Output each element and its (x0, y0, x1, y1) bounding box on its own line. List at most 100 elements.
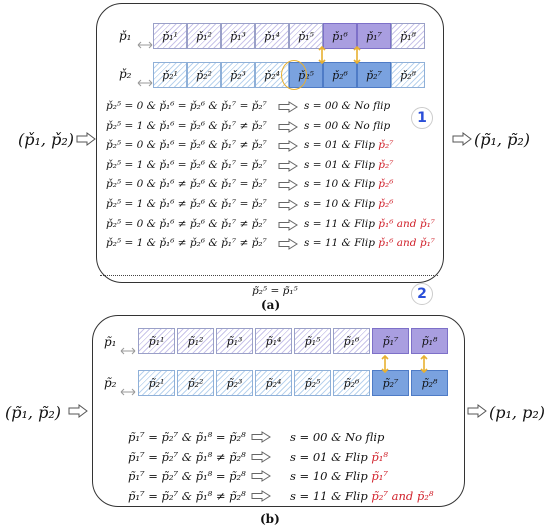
rule-flip-bits: p̌₁⁶ and p̌₁⁷ (374, 237, 436, 250)
panel-a-row2-link-arrow (137, 72, 153, 87)
rule-arrow (251, 450, 271, 463)
rule-flip-bits: p̃₂⁷ and p̃₂⁸ (367, 488, 434, 503)
panel-a-row1-label: p̌₁ (119, 29, 132, 43)
rule-arrow (278, 199, 298, 211)
panel-a-caption: (a) (261, 298, 281, 312)
cell-4: p̃₁⁴ (255, 328, 292, 354)
rule-result: s = 11 & Flip p̃₂⁷ and p̃₂⁸ (290, 489, 434, 503)
cell-2: p̌₂² (187, 62, 221, 88)
rule-result: s = 00 & No flip (304, 120, 390, 132)
cell-3: p̃₂³ (216, 370, 253, 396)
panel-a-row1-link-arrow (137, 34, 153, 49)
rule-result: s = 01 & Flip p̌₂⁷ (304, 159, 393, 171)
panel-b-output-arrow (467, 404, 487, 418)
rule-arrow (278, 101, 298, 113)
rule-condition: p̌₂⁵ = 1 & p̌₁⁶ = p̌₂⁶ & p̌₁⁷ = p̌₂⁷ (106, 158, 267, 171)
panel-a-highlight-circle (281, 60, 307, 90)
rule-arrow (278, 218, 298, 231)
rule-condition: p̃₁⁷ = p̃₂⁷ & p̃₁⁸ = p̃₂⁸ (128, 469, 246, 483)
rule-arrow (251, 489, 271, 502)
rule-result-text: s = 01 & Flip (290, 449, 368, 464)
cell-8: p̌₁⁸ (391, 23, 425, 49)
cell-5: p̃₁⁵ (294, 328, 331, 354)
panel-b-row1-label: p̃₁ (104, 335, 117, 349)
panel-b-input-arrow (68, 404, 88, 418)
rule-result: s = 11 & Flip p̌₁⁶ and p̌₁⁷ (304, 218, 435, 230)
cell-5: p̌₁⁵ (289, 23, 323, 49)
cell-2: p̃₂² (177, 370, 214, 396)
cell-6: p̃₁⁶ (333, 328, 370, 354)
panel-b-row1-link-arrow (120, 340, 136, 355)
rule-result: s = 11 & Flip p̌₁⁶ and p̌₁⁷ (304, 237, 435, 249)
rule-result-text: s = 10 & Flip (290, 469, 368, 483)
cell-4: p̃₂⁴ (255, 370, 292, 396)
cell-2: p̃₁² (177, 328, 214, 354)
rule-flip-bits: p̃₁⁸ (367, 449, 388, 464)
rule-flip-bits: p̌₂⁶ (374, 178, 394, 191)
panel-a-badge-1: 1 (411, 107, 433, 129)
rule-result-text: s = 00 & No flip (304, 100, 391, 112)
rule-result: s = 10 & Flip p̃₁⁷ (290, 469, 388, 483)
rule-arrow (251, 431, 271, 443)
cell-3: p̃₁³ (216, 328, 253, 354)
panel-b-swap-arrow-8 (420, 355, 428, 373)
cell-7: p̃₂⁷ (372, 370, 409, 396)
rule-condition: p̌₂⁵ = 1 & p̌₁⁶ = p̌₂⁶ & p̌₁⁷ ≠ p̌₂⁷ (106, 119, 267, 132)
cell-8: p̃₁⁸ (411, 328, 448, 354)
cell-8: p̃₂⁸ (411, 370, 448, 396)
rule-condition: p̃₁⁷ = p̃₂⁷ & p̃₁⁸ ≠ p̃₂⁸ (128, 488, 246, 503)
rule-condition: p̌₂⁵ = 0 & p̌₁⁶ = p̌₂⁶ & p̌₁⁷ ≠ p̌₂⁷ (106, 139, 267, 152)
cell-4: p̌₁⁴ (255, 23, 289, 49)
panel-a-swap-arrow-6 (318, 46, 326, 64)
cell-6: p̌₁⁶ (323, 23, 357, 49)
cell-2: p̌₁² (187, 23, 221, 49)
rule-condition: p̌₂⁵ = 0 & p̌₁⁶ = p̌₂⁶ & p̌₁⁷ = p̌₂⁷ (106, 100, 267, 112)
rule-flip-bits: p̌₂⁷ (374, 158, 394, 171)
rule-condition: p̌₂⁵ = 1 & p̌₁⁶ ≠ p̌₂⁶ & p̌₁⁷ ≠ p̌₂⁷ (106, 237, 267, 250)
rule-condition: p̌₂⁵ = 0 & p̌₁⁶ ≠ p̌₂⁶ & p̌₁⁷ ≠ p̌₂⁷ (106, 217, 267, 230)
rule-arrow (251, 470, 271, 482)
rule-result-text: s = 11 & Flip (304, 237, 375, 250)
rule-arrow (278, 238, 298, 251)
rule-result-text: s = 11 & Flip (304, 217, 375, 230)
rule-condition: p̌₂⁵ = 0 & p̌₁⁶ ≠ p̌₂⁶ & p̌₁⁷ = p̌₂⁷ (106, 178, 267, 191)
panel-b-row2-link-arrow (120, 381, 136, 396)
cell-1: p̃₂¹ (138, 370, 175, 396)
rule-arrow (278, 140, 298, 153)
rule-arrow (278, 159, 298, 172)
panel-a-bottom-text: p̃₂⁵ = p̃₁⁵ (252, 285, 298, 297)
panel-b-input-label: (p̃₁, p̃₂) (5, 403, 61, 422)
rule-condition: p̌₂⁵ = 1 & p̌₁⁶ ≠ p̌₂⁶ & p̌₁⁷ = p̌₂⁷ (106, 198, 267, 210)
panel-a-input-label: (p̌₁, p̌₂) (18, 130, 74, 149)
rule-result-text: s = 10 & Flip (304, 198, 375, 210)
panel-a-output-arrow (452, 132, 472, 146)
rule-flip-bits: p̌₁⁶ and p̌₁⁷ (374, 217, 436, 230)
panel-a-swap-arrow-7 (353, 46, 361, 64)
cell-6: p̌₂⁶ (323, 62, 357, 88)
rule-flip-bits: p̃₁⁷ (367, 469, 388, 483)
rule-result-text: s = 10 & Flip (304, 178, 375, 191)
rule-result: s = 10 & Flip p̌₂⁶ (304, 178, 393, 190)
rule-result: s = 00 & No flip (290, 430, 384, 444)
panel-a (96, 3, 444, 283)
rule-result-text: s = 01 & Flip (304, 139, 375, 152)
rule-condition: p̃₁⁷ = p̃₂⁷ & p̃₁⁸ = p̃₂⁸ (128, 430, 246, 444)
panel-a-badge-2: 2 (411, 283, 433, 305)
cell-7: p̌₁⁷ (357, 23, 391, 49)
panel-b-swap-arrow-7 (381, 355, 389, 373)
rule-result: s = 01 & Flip p̌₂⁷ (304, 139, 393, 151)
panel-b-output-label: (p₁, p₂) (489, 403, 545, 422)
cell-7: p̌₂⁷ (357, 62, 391, 88)
rule-result-text: s = 00 & No flip (290, 430, 385, 444)
rule-arrow (278, 120, 298, 133)
panel-b-row2-label: p̃₂ (104, 376, 117, 390)
panel-b-caption: (b) (260, 512, 280, 526)
rule-result-text: s = 01 & Flip (304, 158, 375, 171)
cell-3: p̌₂³ (221, 62, 255, 88)
rule-arrow (278, 179, 298, 192)
cell-8: p̌₂⁸ (391, 62, 425, 88)
cell-5: p̃₂⁵ (294, 370, 331, 396)
panel-a-output-label: (p̃₁, p̃₂) (474, 130, 530, 149)
rule-flip-bits: p̌₂⁶ (374, 198, 394, 210)
rule-result: s = 00 & No flip (304, 100, 390, 112)
